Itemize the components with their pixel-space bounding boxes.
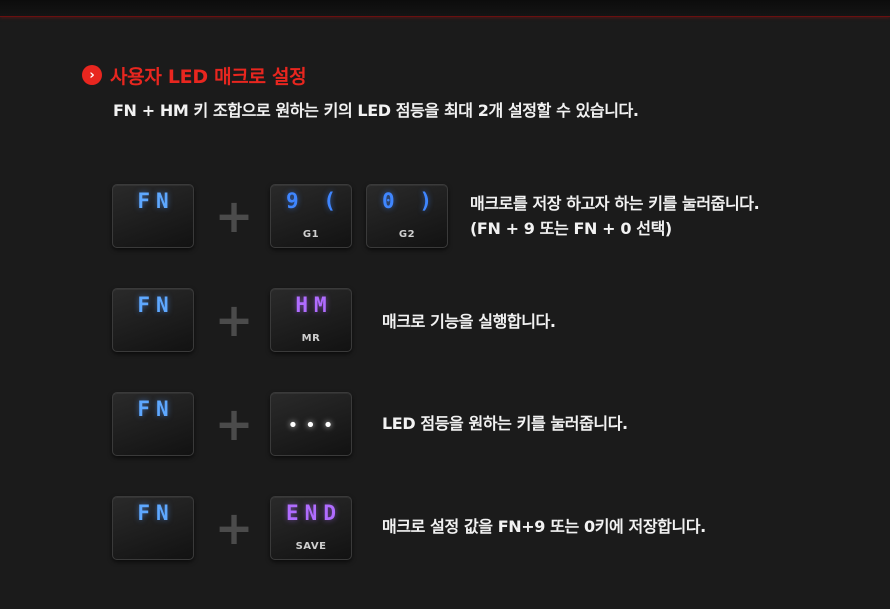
- g1-key: 9 ( G1: [270, 184, 352, 248]
- key-top-label: END: [286, 501, 342, 525]
- step1-line1: 매크로를 저장 하고자 하는 키를 눌러줍니다.: [470, 194, 760, 213]
- key-sub-label: MR: [301, 333, 321, 344]
- step3-line1: LED 점등을 원하는 키를 눌러줍니다.: [382, 414, 628, 433]
- section-subtitle: FN + HM 키 조합으로 원하는 키의 LED 점등을 최대 2개 설정할 …: [113, 101, 639, 120]
- step2-description: 매크로 기능을 실행합니다.: [382, 309, 556, 334]
- fn-key: FN: [112, 392, 194, 456]
- end-save-key: END SAVE: [270, 496, 352, 560]
- key-top-label: FN: [137, 397, 175, 421]
- step4-line1: 매크로 설정 값을 FN+9 또는 0키에 저장합니다.: [382, 517, 706, 536]
- fn-key: FN: [112, 496, 194, 560]
- plus-icon: +: [214, 189, 254, 243]
- key-sub-label: G2: [398, 229, 416, 240]
- plus-icon: +: [214, 293, 254, 347]
- fn-key: FN: [112, 184, 194, 248]
- key-top-label: 0 ): [382, 189, 438, 213]
- step3-description: LED 점등을 원하는 키를 눌러줍니다.: [382, 411, 628, 436]
- section-heading: › 사용자 LED 매크로 설정: [82, 62, 307, 88]
- fn-key: FN: [112, 288, 194, 352]
- plus-icon: +: [214, 397, 254, 451]
- key-sub-label: G1: [302, 229, 320, 240]
- g2-key: 0 ) G2: [366, 184, 448, 248]
- step1-description: 매크로를 저장 하고자 하는 키를 눌러줍니다. (FN + 9 또는 FN +…: [470, 191, 760, 241]
- key-top-label: FN: [137, 293, 175, 317]
- led-dots-icon: •••: [287, 415, 341, 436]
- led-dots-key: •••: [270, 392, 352, 456]
- chevron-right-icon: ›: [82, 65, 102, 85]
- key-top-label: FN: [137, 189, 175, 213]
- section-title: 사용자 LED 매크로 설정: [110, 65, 307, 88]
- key-top-label: FN: [137, 501, 175, 525]
- key-top-label: HM: [295, 293, 333, 317]
- plus-icon: +: [214, 501, 254, 555]
- key-sub-label: SAVE: [295, 541, 327, 552]
- hm-key: HM MR: [270, 288, 352, 352]
- key-top-label: 9 (: [286, 189, 342, 213]
- step2-line1: 매크로 기능을 실행합니다.: [382, 312, 556, 331]
- step1-line2: (FN + 9 또는 FN + 0 선택): [470, 219, 672, 238]
- step4-description: 매크로 설정 값을 FN+9 또는 0키에 저장합니다.: [382, 514, 706, 539]
- top-bar: [0, 0, 890, 17]
